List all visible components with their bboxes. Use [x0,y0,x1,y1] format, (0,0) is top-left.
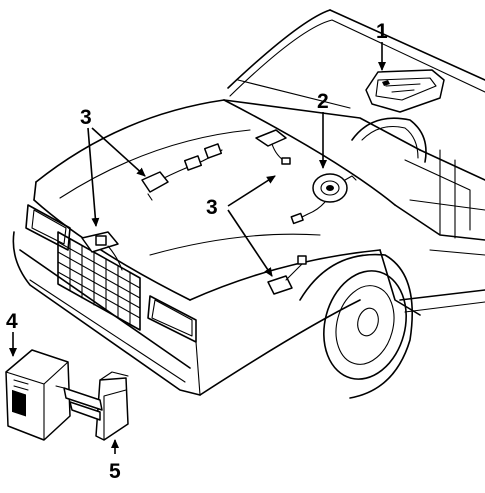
callout-3-lower: 3 [206,196,218,219]
clock-spring [290,173,357,225]
impact-sensor-right [255,129,291,165]
airbag-module [365,69,445,113]
callout-5: 5 [109,460,121,483]
vehicle-body [12,9,485,399]
callout-1: 1 [376,20,388,43]
callout-2: 2 [317,90,329,113]
callout-3-upper: 3 [80,106,92,129]
harness-upper [141,143,223,201]
impact-sensor-left [267,255,307,295]
callout-4: 4 [6,310,18,333]
diagnostic-module [5,349,71,441]
harness-front [81,231,123,271]
leader-lines [9,42,386,454]
callout-labels: 1 2 3 3 4 5 [6,20,388,483]
module-bracket [55,371,129,441]
